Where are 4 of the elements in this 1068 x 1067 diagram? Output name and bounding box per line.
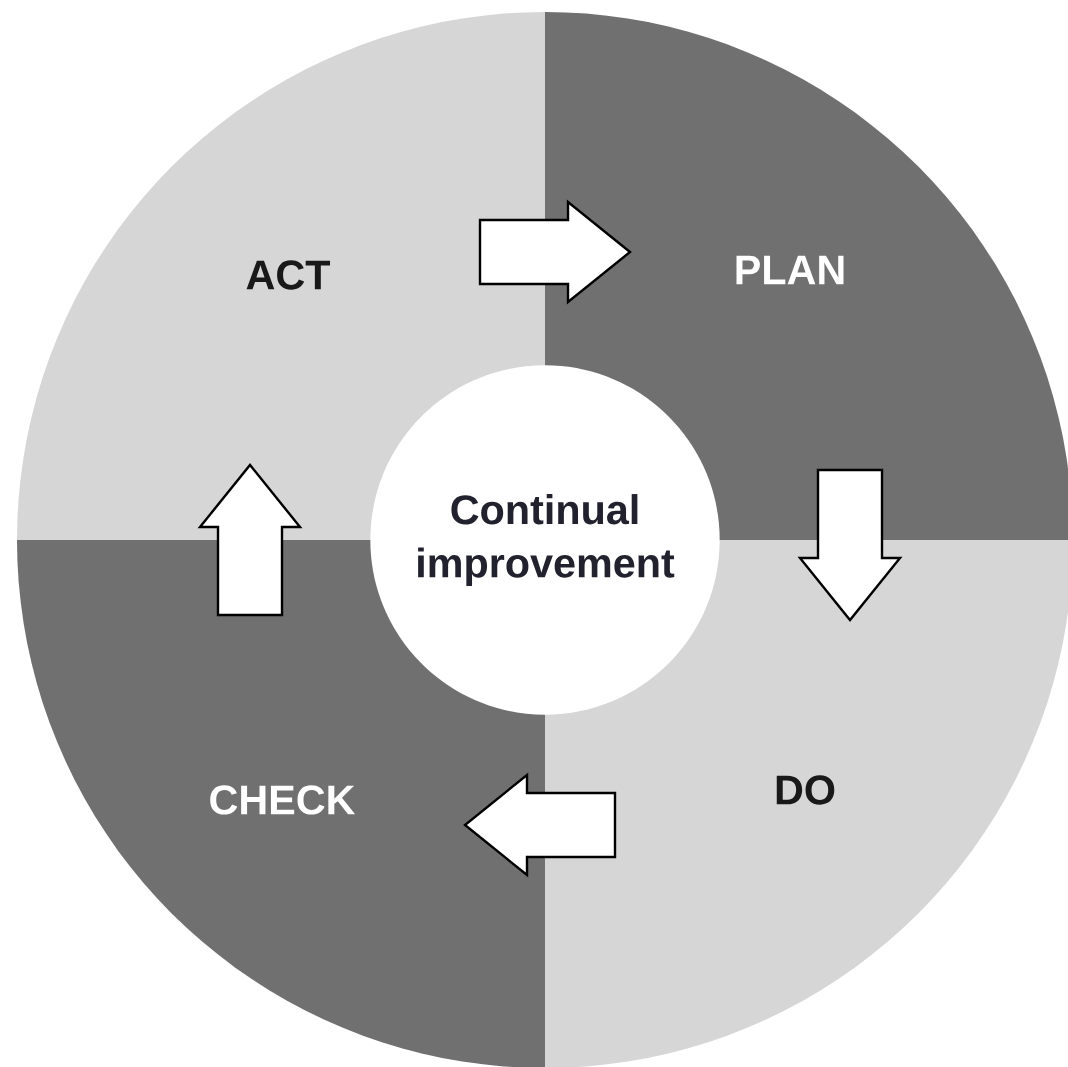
block-arrow: [797, 468, 903, 622]
block-arrow: [478, 199, 632, 305]
block-arrow: [197, 463, 303, 617]
block-arrow: [463, 772, 617, 878]
